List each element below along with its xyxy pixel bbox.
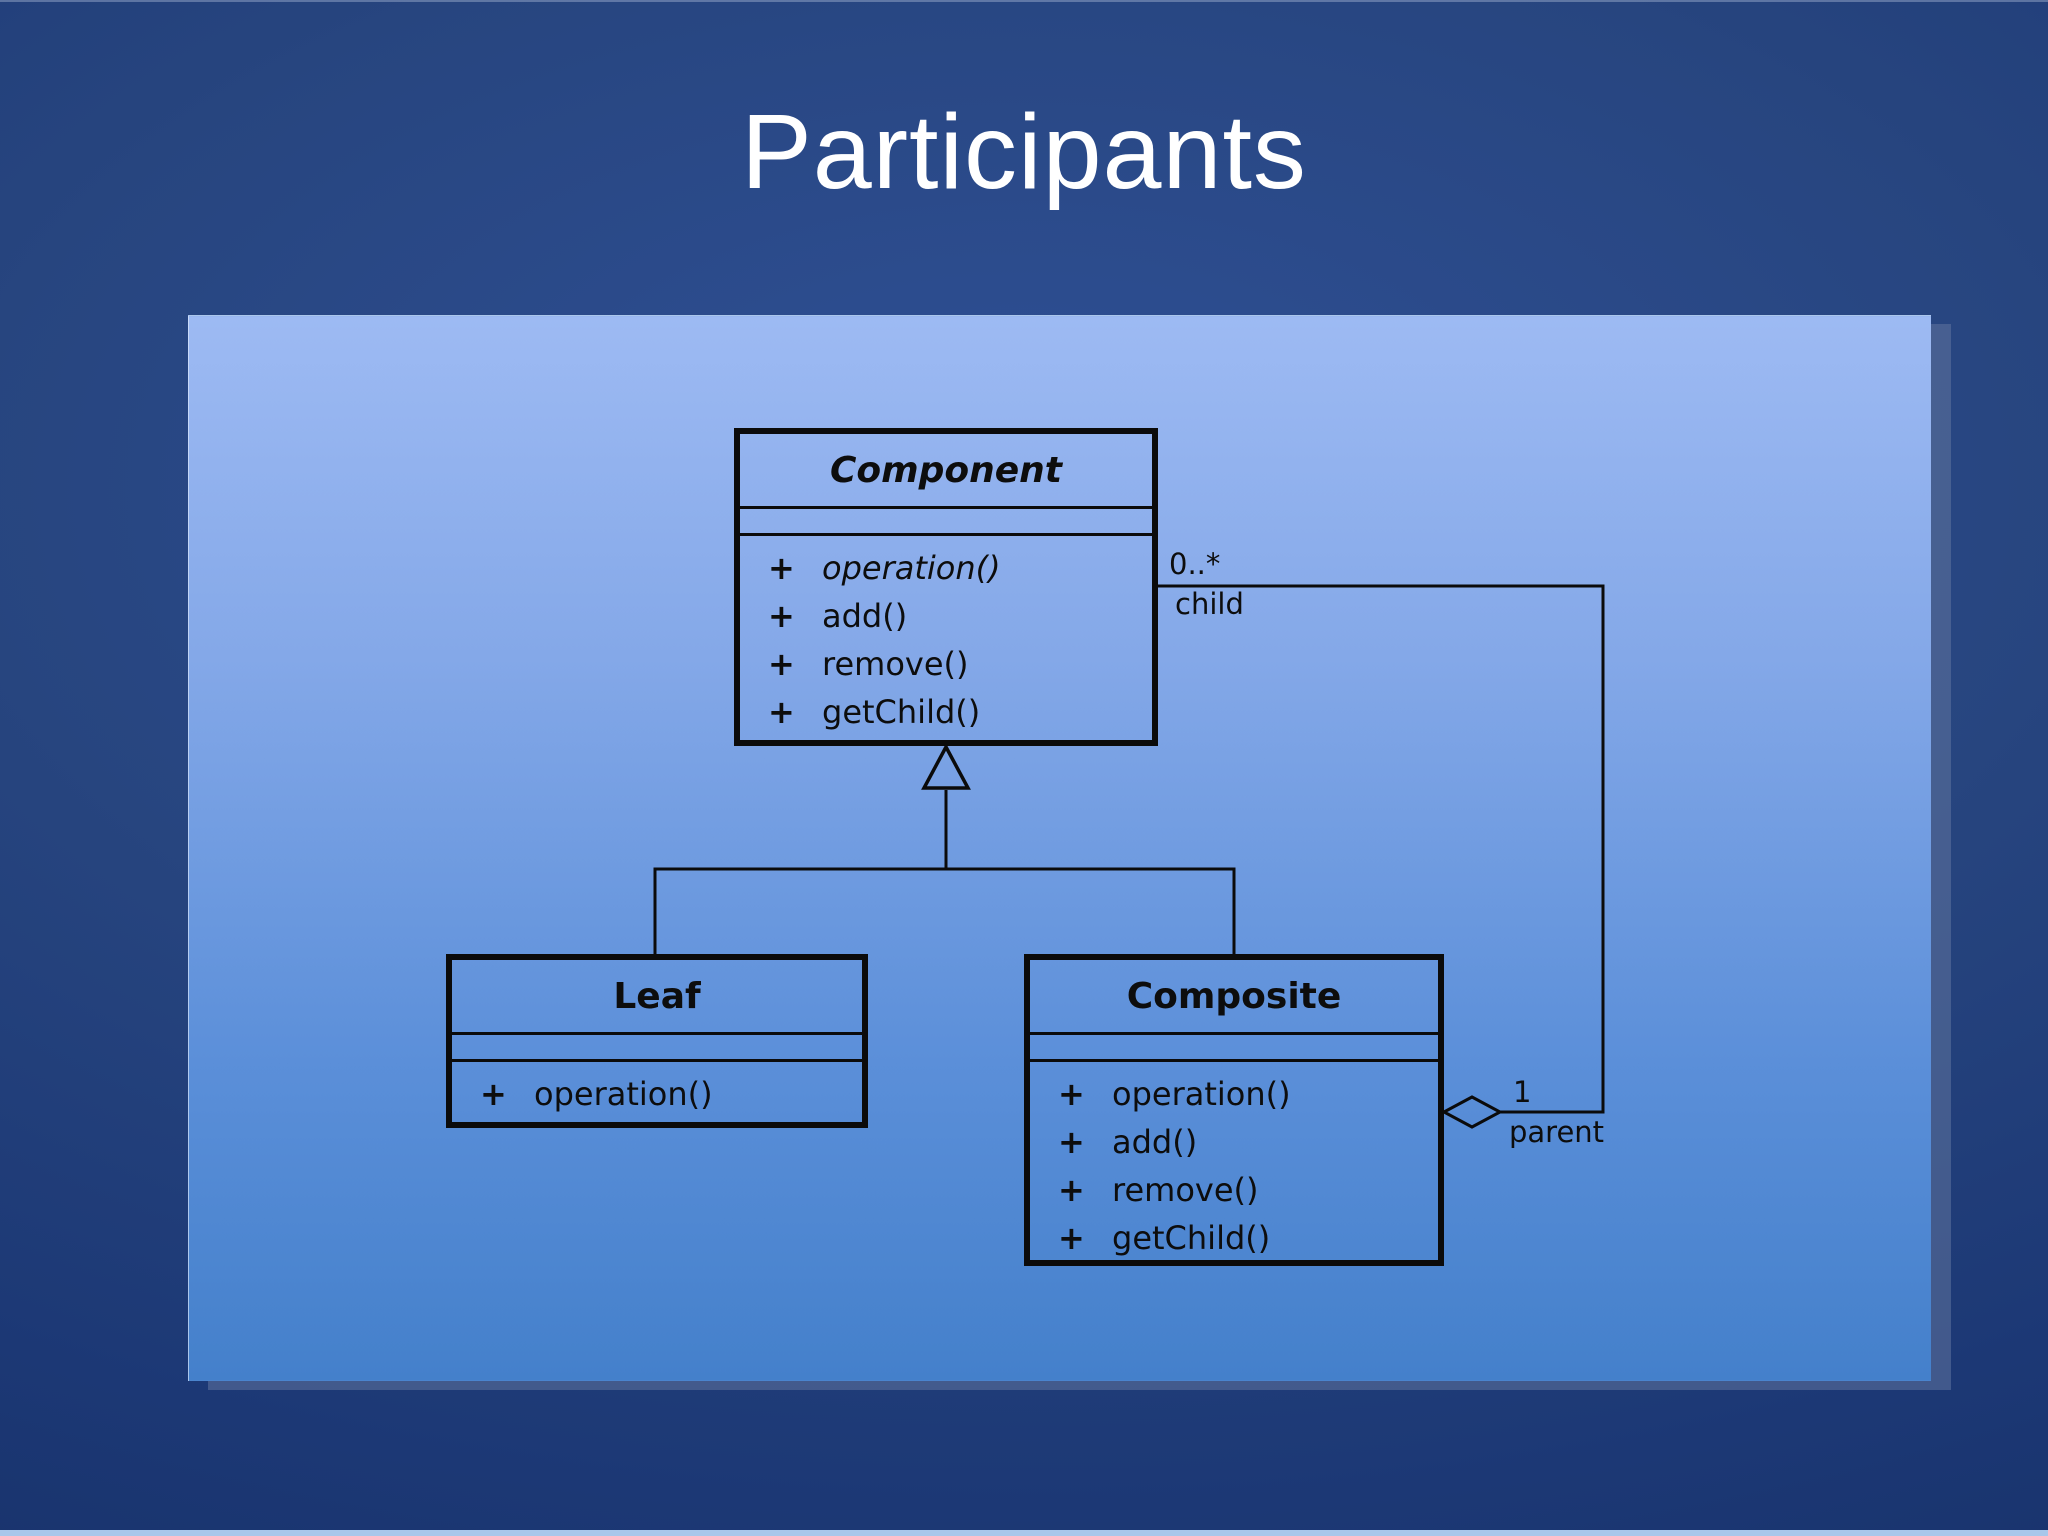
- class-box-component: Component + operation() + add() + remove…: [734, 428, 1158, 746]
- method-row: + operation(): [480, 1070, 713, 1118]
- methods-section-composite: + operation() + add() + remove() + getCh…: [1030, 1062, 1438, 1262]
- visibility-plus: +: [768, 549, 795, 587]
- method-row: + add(): [768, 592, 1152, 640]
- method-row: + add(): [1058, 1118, 1438, 1166]
- aggregation-child-multiplicity: 0..*: [1169, 547, 1221, 581]
- method-row: + remove(): [1058, 1166, 1438, 1214]
- visibility-plus: +: [1058, 1123, 1085, 1161]
- method-row: + getChild(): [1058, 1214, 1438, 1262]
- visibility-plus: +: [1058, 1075, 1085, 1113]
- method-name: remove(): [822, 645, 969, 683]
- methods-section-component: + operation() + add() + remove() + getCh…: [740, 536, 1152, 736]
- class-name-component: Component: [740, 434, 1152, 509]
- aggregation-parent-role: parent: [1509, 1115, 1605, 1149]
- aggregation-line: [1158, 584, 1605, 1114]
- visibility-plus: +: [768, 597, 795, 635]
- slide-bottom-border: [0, 1530, 2048, 1536]
- visibility-plus: +: [1058, 1171, 1085, 1209]
- method-row: + operation(): [1058, 1070, 1438, 1118]
- aggregation-parent-multiplicity: 1: [1513, 1075, 1532, 1109]
- slide-title: Participants: [741, 93, 1307, 211]
- method-row: + remove(): [768, 640, 1152, 688]
- attributes-section-composite: [1030, 1035, 1438, 1062]
- methods-section-leaf: + operation(): [452, 1062, 862, 1125]
- diagram-panel: Component + operation() + add() + remove…: [188, 315, 1931, 1381]
- method-name: operation(): [1112, 1075, 1291, 1113]
- visibility-plus: +: [768, 645, 795, 683]
- method-name: operation(): [822, 549, 1001, 587]
- method-name: getChild(): [1112, 1219, 1271, 1257]
- inheritance-triangle-icon: [921, 743, 971, 790]
- method-row: + operation(): [768, 544, 1152, 592]
- visibility-plus: +: [1058, 1219, 1085, 1257]
- inheritance-rail-line: [653, 867, 1236, 954]
- method-name: operation(): [534, 1074, 713, 1113]
- aggregation-diamond-icon: [1440, 1095, 1504, 1129]
- method-name: getChild(): [822, 693, 981, 731]
- class-box-leaf: Leaf + operation(): [446, 954, 868, 1128]
- attributes-section-leaf: [452, 1035, 862, 1062]
- attributes-section-component: [740, 509, 1152, 536]
- visibility-plus: +: [768, 693, 795, 731]
- class-name-leaf: Leaf: [452, 960, 862, 1035]
- method-name: add(): [1112, 1123, 1198, 1161]
- class-box-composite: Composite + operation() + add() + remove…: [1024, 954, 1444, 1266]
- class-name-composite: Composite: [1030, 960, 1438, 1035]
- slide-top-border: [0, 0, 2048, 2]
- method-row: + getChild(): [768, 688, 1152, 736]
- aggregation-child-role: child: [1175, 587, 1244, 621]
- visibility-plus: +: [480, 1074, 507, 1113]
- method-name: remove(): [1112, 1171, 1259, 1209]
- method-name: add(): [822, 597, 908, 635]
- uml-connectors: [653, 584, 1605, 1129]
